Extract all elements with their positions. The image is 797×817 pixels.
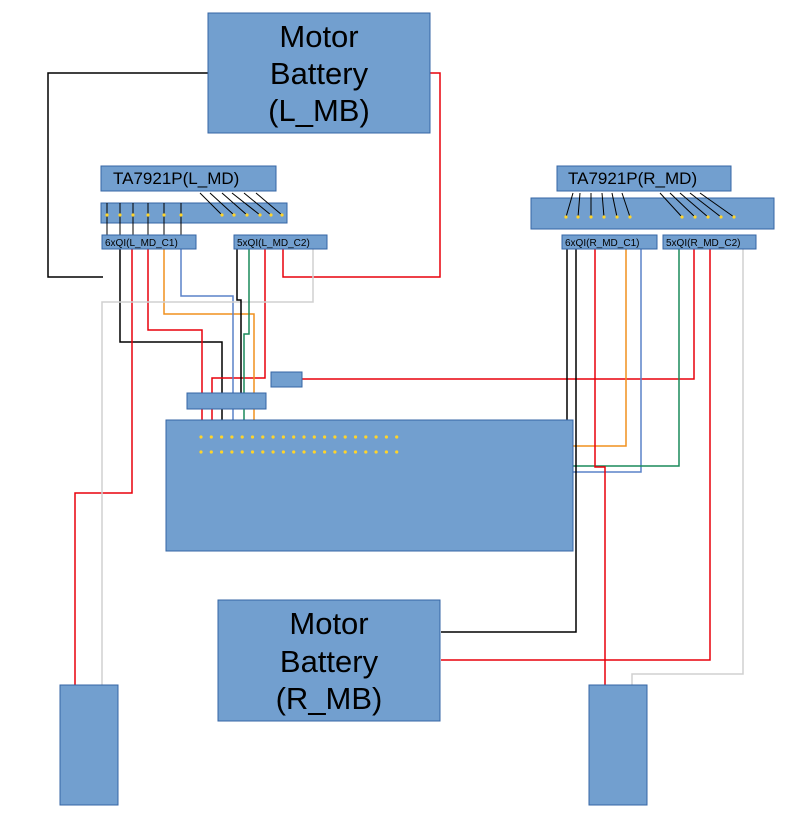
board-pin	[220, 450, 224, 454]
right-driver-leads	[565, 192, 735, 218]
left-motor-battery	[207, 12, 431, 134]
board-pin	[240, 435, 244, 439]
board-pin	[261, 450, 265, 454]
board-pin	[250, 435, 255, 439]
wire-left-black	[119, 249, 223, 436]
left-driver-pins	[105, 213, 284, 217]
left-connector-c1-label: 6xQI(L_MD_C1)	[105, 238, 178, 249]
board-pin	[271, 435, 275, 439]
board-pin	[343, 435, 347, 439]
board-pin	[312, 450, 316, 454]
right-connector-c2-label: 5xQI(R_MD_C2)	[666, 238, 740, 249]
wire-right-gray	[631, 249, 744, 685]
header-connector-block	[186, 392, 267, 410]
board-pin	[395, 435, 399, 439]
left-connector-c1	[101, 234, 197, 250]
wire-right-orange	[375, 249, 627, 447]
right-connector-c1	[561, 234, 658, 250]
wire-connector-red	[302, 249, 695, 380]
wire-left-green	[243, 249, 250, 436]
wire-left-red-1	[74, 249, 133, 685]
right-driver-chip	[530, 197, 775, 230]
left-driver-label: TA7921P(L_MD)	[113, 169, 239, 188]
main-board	[165, 419, 574, 552]
board-pin	[302, 450, 306, 454]
left-connector-c2-label: 5xQI(L_MD_C2)	[237, 238, 310, 249]
board-pin	[250, 450, 255, 454]
board-pin	[230, 435, 234, 439]
board-pin	[374, 450, 378, 454]
board-pin	[199, 435, 203, 439]
board-pin	[271, 450, 275, 454]
wire-right-black-battery	[441, 249, 577, 633]
board-pin	[220, 435, 224, 439]
board-pin	[374, 435, 378, 439]
left-connector-c2	[233, 234, 328, 250]
board-pin	[333, 450, 337, 454]
left-battery-line1: Motor	[279, 19, 358, 54]
board-pin	[353, 435, 358, 439]
wire-right-red-motor	[594, 249, 606, 685]
wire-left-blue	[180, 249, 234, 436]
board-pin	[384, 435, 388, 439]
wire-left-battery-positive	[282, 72, 441, 278]
board-pin	[384, 450, 388, 454]
wire-left-red-2	[147, 249, 203, 436]
right-connector-c1-label: 6xQI(R_MD_C1)	[565, 238, 639, 249]
board-pin	[343, 450, 347, 454]
board-pin	[364, 450, 368, 454]
right-driver-pins	[564, 215, 736, 219]
board-pin	[240, 450, 244, 454]
board-pin	[364, 435, 368, 439]
board-pin	[353, 450, 358, 454]
board-pin	[292, 450, 296, 454]
right-battery-line2: Battery	[280, 644, 379, 679]
small-connector-block	[270, 371, 303, 388]
right-connector-c2	[662, 234, 757, 250]
left-driver-label-box	[100, 165, 277, 192]
board-pin	[323, 435, 327, 439]
board-pin	[395, 450, 399, 454]
board-pin	[281, 450, 285, 454]
board-pin	[199, 450, 203, 454]
board-pin	[302, 435, 306, 439]
board-pin	[261, 435, 265, 439]
left-driver-chip	[100, 202, 288, 224]
board-pin	[209, 450, 213, 454]
wire-left-black-2	[236, 249, 242, 395]
wire-left-orange	[163, 249, 255, 436]
board-pin	[333, 435, 337, 439]
board-pin	[292, 435, 296, 439]
right-battery-line1: Motor	[289, 606, 368, 641]
wire-right-red-battery	[441, 249, 711, 661]
right-motor	[588, 684, 648, 806]
wire-left-battery-negative	[47, 72, 208, 278]
right-driver-label-box	[556, 165, 732, 192]
left-battery-line2: Battery	[270, 56, 369, 91]
main-board-pins	[199, 435, 399, 454]
board-pin	[281, 435, 285, 439]
board-pin	[312, 435, 316, 439]
left-motor	[59, 684, 119, 806]
board-pin	[323, 450, 327, 454]
wire-left-gray	[101, 249, 314, 685]
left-battery-line3: (L_MB)	[268, 93, 370, 128]
left-driver-to-connectors	[106, 217, 182, 235]
right-battery-line3: (R_MB)	[276, 681, 383, 716]
board-pin	[230, 450, 234, 454]
right-motor-battery	[217, 599, 441, 722]
right-driver-label: TA7921P(R_MD)	[568, 169, 697, 188]
board-pin	[209, 435, 213, 439]
